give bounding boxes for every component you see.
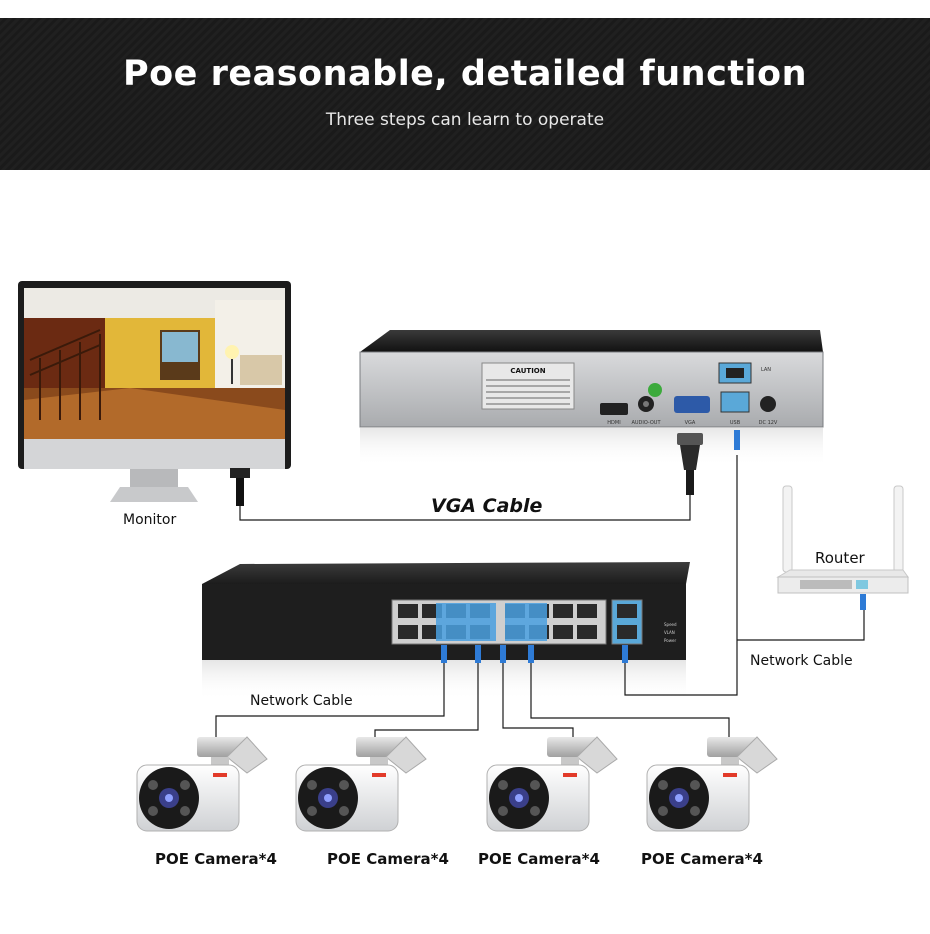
vga-cable-label: VGA Cable [431,495,543,517]
cam4-cable [530,663,730,740]
svg-text:USB: USB [730,420,741,426]
page-title: Poe reasonable, detailed function [122,54,808,94]
svg-text:LAN: LAN [761,367,771,373]
svg-text:DC 12V: DC 12V [759,420,778,426]
vga-plug [677,433,703,495]
poe-camera-2 [295,736,427,832]
router [776,485,909,610]
hdmi-port [600,403,628,415]
monitor [18,281,291,506]
camera-label-4: POE Camera*4 [641,850,763,868]
poe-camera-4 [646,736,778,832]
camera-label-3: POE Camera*4 [478,850,600,868]
router-label: Router [815,549,865,567]
router-cable [737,610,865,641]
svg-text:Power: Power [664,638,676,643]
camera-label-2: POE Camera*4 [327,850,449,868]
camera-label-1: POE Camera*4 [155,850,277,868]
svg-text:HDMI: HDMI [607,420,620,426]
header-banner: Poe reasonable, detailed function Three … [0,18,930,170]
vga-cable [239,495,691,521]
svg-text:VGA: VGA [685,420,696,426]
nvr-recorder: CAUTION HDMI AUDIO-OUT VGA USB DC 12V LA… [359,330,824,467]
svg-text:VLAN: VLAN [664,630,675,635]
cam1-cable [215,663,445,740]
dc-port [760,396,776,412]
nvr-switch-cable [624,455,738,696]
usb-port [720,391,750,413]
svg-text:AUDIO-OUT: AUDIO-OUT [631,420,661,426]
poe-camera-1 [136,736,268,832]
network-cable-label-left: Network Cable [250,693,353,709]
cam3-cable [502,663,574,742]
page-subtitle: Three steps can learn to operate [325,110,605,130]
monitor-label: Monitor [123,512,177,528]
poe-camera-3 [486,736,618,832]
network-cable-label-right: Network Cable [750,653,853,669]
svg-text:Speed: Speed [664,622,677,627]
poe-switch: Speed VLAN Power [202,562,690,700]
caution-label: CAUTION [510,367,545,375]
vga-port [674,396,710,413]
